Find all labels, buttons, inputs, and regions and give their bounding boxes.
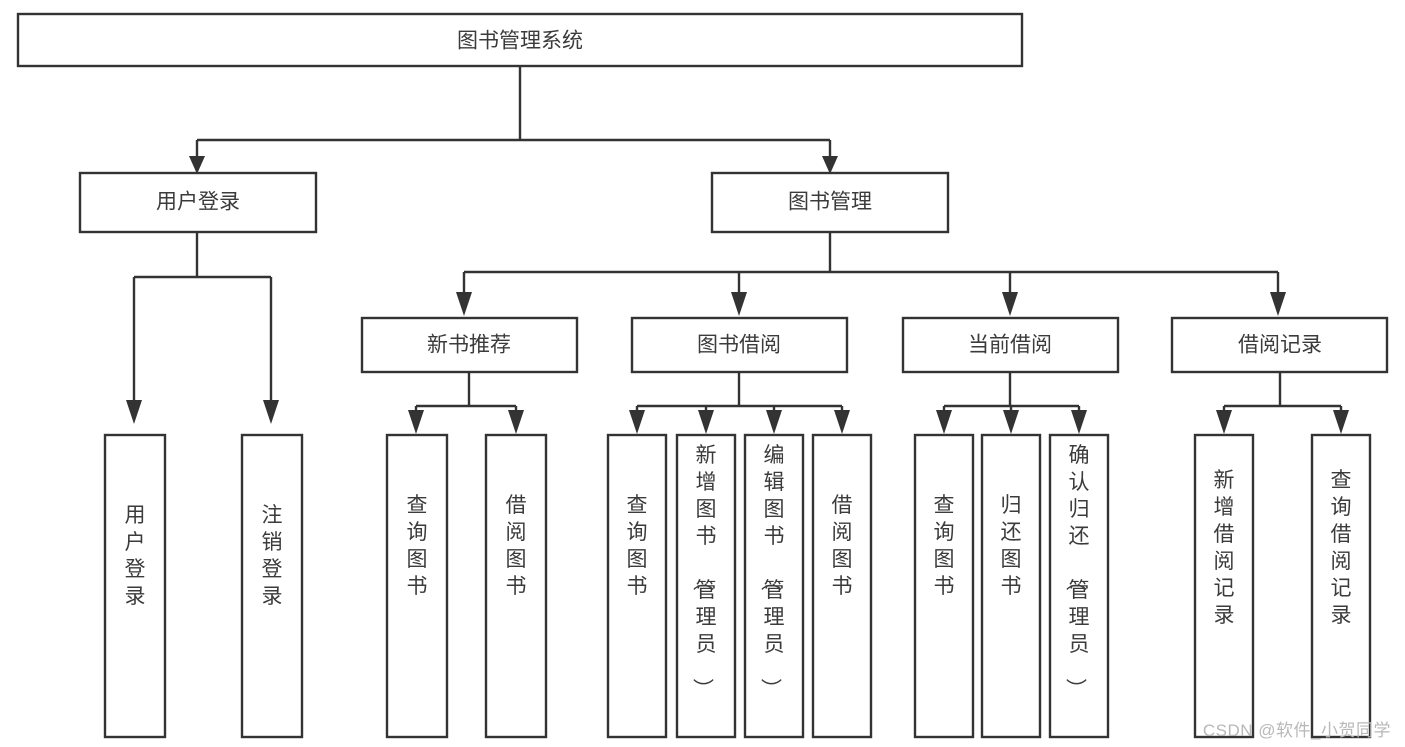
node-book-borrow-label: 图书借阅 <box>697 334 781 357</box>
node-leaf-borrow-book-2-box[interactable] <box>811 433 873 739</box>
node-leaf-query-book-3[interactable]: 查询图书 <box>913 433 975 739</box>
node-leaf-add-book[interactable]: 新增图书（管理员） <box>675 433 737 739</box>
node-leaf-logout-label: 注销登录 <box>262 504 283 608</box>
node-leaf-borrow-book-1-label: 借阅图书 <box>506 494 527 598</box>
node-borrow-record-label: 借阅记录 <box>1238 334 1322 357</box>
node-leaf-edit-book-box[interactable] <box>743 433 805 739</box>
arrow-bb-to-borrow-book <box>834 410 850 434</box>
arrow-bookmanage-to-current-borrow <box>1002 292 1018 316</box>
node-leaf-logout[interactable]: 注销登录 <box>240 433 304 739</box>
node-leaf-query-book-2[interactable]: 查询图书 <box>606 433 668 739</box>
node-leaf-query-record-label: 查询借阅记录 <box>1331 469 1352 627</box>
node-book-manage-label: 图书管理 <box>788 191 872 214</box>
arrow-cb-to-query-book <box>936 410 952 434</box>
node-leaf-edit-book-label: 编辑图书（管理员） <box>759 444 785 699</box>
node-current-borrow-label: 当前借阅 <box>968 334 1052 357</box>
node-new-book-rec-label: 新书推荐 <box>427 334 511 357</box>
node-borrow-record-box[interactable] <box>1170 316 1389 374</box>
node-leaf-query-book-2-box[interactable] <box>606 433 668 739</box>
arrow-nbr-to-borrow-book <box>508 410 524 434</box>
node-root[interactable]: 图书管理系统 <box>16 12 1024 68</box>
node-leaf-return-book[interactable]: 归还图书 <box>980 433 1042 739</box>
node-new-book-rec[interactable]: 新书推荐 <box>360 316 579 374</box>
node-leaf-add-book-label: 新增图书（管理员） <box>691 444 717 699</box>
node-leaf-query-book-1-label: 查询图书 <box>407 494 428 598</box>
node-current-borrow[interactable]: 当前借阅 <box>901 316 1120 374</box>
node-book-borrow[interactable]: 图书借阅 <box>630 316 849 374</box>
arrow-cb-to-confirm-return <box>1071 410 1087 434</box>
node-leaf-confirm-return[interactable]: 确认归还（管理员） <box>1048 433 1110 739</box>
node-current-borrow-box[interactable] <box>901 316 1120 374</box>
node-leaf-query-book-1[interactable]: 查询图书 <box>385 433 449 739</box>
node-book-manage[interactable]: 图书管理 <box>710 171 950 234</box>
csdn-watermark: CSDN @软件_小贺同学 <box>1202 721 1391 740</box>
node-leaf-borrow-book-1-box[interactable] <box>484 433 548 739</box>
node-user-login-box[interactable] <box>78 171 318 234</box>
arrow-bookmanage-to-new-book-rec <box>456 292 472 316</box>
node-leaf-edit-book[interactable]: 编辑图书（管理员） <box>743 433 805 739</box>
node-leaf-query-record-box[interactable] <box>1310 433 1372 739</box>
node-leaf-confirm-return-label: 确认归还（管理员） <box>1064 444 1090 699</box>
node-leaf-add-record-label: 新增借阅记录 <box>1214 469 1235 627</box>
node-leaf-add-book-box[interactable] <box>675 433 737 739</box>
arrow-br-to-query-record <box>1333 410 1349 434</box>
arrow-br-to-add-record <box>1216 410 1232 434</box>
node-leaf-confirm-return-box[interactable] <box>1048 433 1110 739</box>
node-leaf-query-record[interactable]: 查询借阅记录 <box>1310 433 1372 739</box>
node-user-login[interactable]: 用户登录 <box>78 171 318 234</box>
arrow-bookmanage-to-borrow-record <box>1270 292 1286 316</box>
arrow-cb-to-return-book <box>1003 410 1019 434</box>
arrow-bb-to-edit-book <box>766 410 782 434</box>
arrow-nbr-to-query-book <box>408 410 424 434</box>
node-leaf-logout-box[interactable] <box>240 433 304 739</box>
node-leaf-borrow-book-1[interactable]: 借阅图书 <box>484 433 548 739</box>
node-leaf-borrow-book-2-label: 借阅图书 <box>832 494 853 598</box>
node-root-box[interactable] <box>16 12 1024 68</box>
node-leaf-add-record-box[interactable] <box>1193 433 1255 739</box>
connector-layer <box>126 66 1349 434</box>
node-leaf-query-book-3-box[interactable] <box>913 433 975 739</box>
node-book-borrow-box[interactable] <box>630 316 849 374</box>
node-borrow-record[interactable]: 借阅记录 <box>1170 316 1389 374</box>
arrow-bb-to-add-book <box>698 410 714 434</box>
node-leaf-user-login-box[interactable] <box>103 433 167 739</box>
node-book-manage-box[interactable] <box>710 171 950 234</box>
node-new-book-rec-box[interactable] <box>360 316 579 374</box>
arrow-userlogin-to-leaf-logout <box>263 400 279 424</box>
node-leaf-borrow-book-2[interactable]: 借阅图书 <box>811 433 873 739</box>
node-leaf-add-record[interactable]: 新增借阅记录 <box>1193 433 1255 739</box>
node-leaf-user-login[interactable]: 用户登录 <box>103 433 167 739</box>
node-leaf-return-book-box[interactable] <box>980 433 1042 739</box>
node-leaf-query-book-1-box[interactable] <box>385 433 449 739</box>
node-leaf-query-book-2-label: 查询图书 <box>627 494 648 598</box>
node-leaf-return-book-label: 归还图书 <box>1001 494 1022 598</box>
node-user-login-label: 用户登录 <box>156 191 240 214</box>
node-leaf-query-book-3-label: 查询图书 <box>934 494 955 598</box>
arrow-root-to-user-login <box>189 156 205 174</box>
node-leaf-user-login-label: 用户登录 <box>125 504 146 608</box>
arrow-bookmanage-to-book-borrow <box>731 292 747 316</box>
node-root-label: 图书管理系统 <box>457 30 583 53</box>
arrow-bb-to-query-book <box>629 410 645 434</box>
arrow-userlogin-to-leaf-user-login <box>126 400 142 424</box>
arrow-root-to-book-manage <box>822 156 838 174</box>
